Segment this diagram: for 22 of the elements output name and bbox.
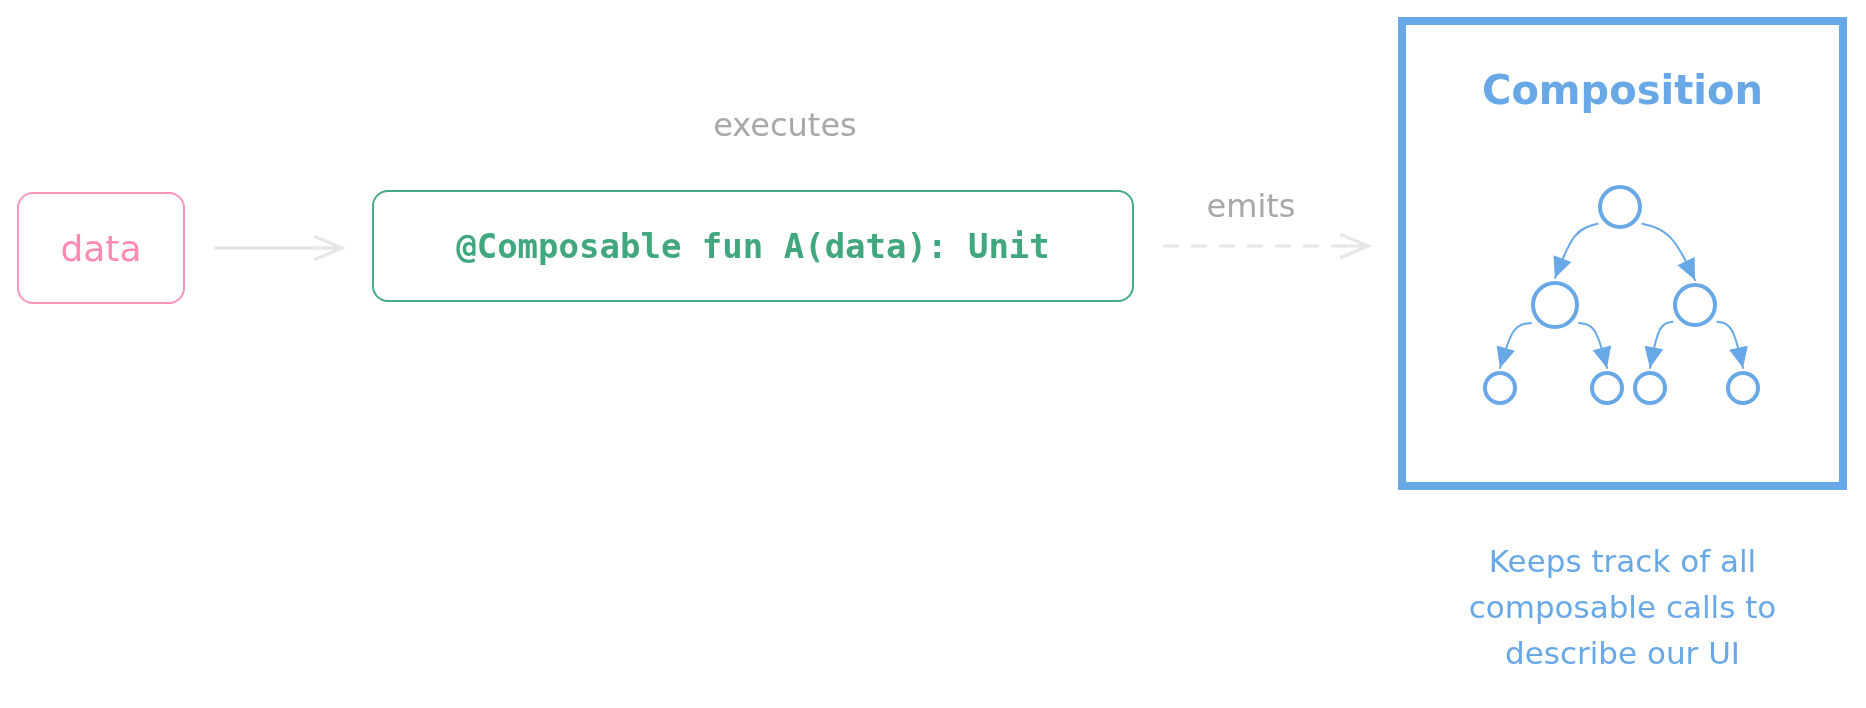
tree-node-circle bbox=[1590, 371, 1624, 405]
tree-node-circle bbox=[1483, 371, 1517, 405]
arrow bbox=[1716, 320, 1748, 369]
flow-label: executes bbox=[713, 106, 857, 144]
arrow bbox=[1496, 322, 1532, 369]
node-label: @Composable fun A(data): Unit bbox=[456, 226, 1050, 266]
code-box bbox=[372, 190, 1134, 302]
caption-text: Keeps track of all composable calls to describe our UI bbox=[1467, 542, 1778, 673]
arrow bbox=[1553, 222, 1599, 279]
tree-node-circle bbox=[1673, 283, 1717, 327]
tree-node-circle bbox=[1726, 371, 1760, 405]
arrow bbox=[1641, 222, 1696, 281]
arrow bbox=[1162, 232, 1370, 260]
arrow bbox=[1578, 322, 1612, 369]
tree-node-circle bbox=[1633, 371, 1667, 405]
data-box bbox=[17, 192, 185, 304]
tree-node-circle bbox=[1531, 281, 1579, 329]
arrow bbox=[213, 234, 344, 262]
panel-title: Composition bbox=[1482, 67, 1763, 113]
arrow bbox=[1644, 320, 1674, 369]
node-label: data bbox=[60, 227, 142, 269]
tree-node-circle bbox=[1598, 185, 1642, 229]
